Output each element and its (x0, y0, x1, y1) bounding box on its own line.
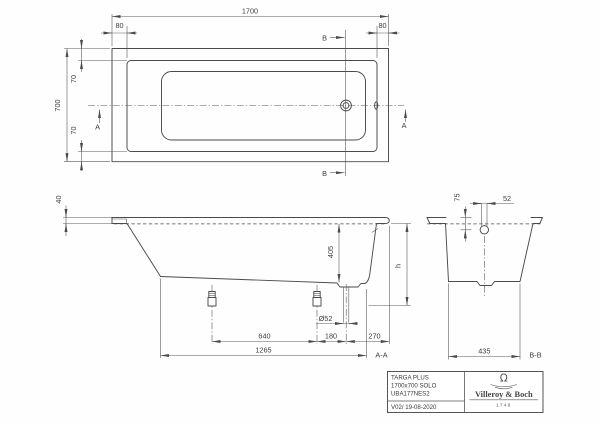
dim-length: 1700 (242, 7, 258, 16)
dim-rim-height: 40 (54, 195, 63, 203)
dim-base-width: 435 (478, 347, 490, 356)
plan-view: 1700 80 80 700 70 70 A A (53, 7, 407, 178)
dim-feet-to-drain: 180 (325, 332, 337, 341)
title-block-frame (387, 371, 544, 413)
end-section-view: 52 75 435 B-B (426, 193, 543, 360)
foot-symbol-left (207, 285, 217, 344)
section-label-bb: B-B (529, 351, 541, 360)
drain-icon (340, 99, 352, 112)
section-marker-b-bottom: B (322, 169, 327, 178)
dim-rim-bottom: 70 (69, 126, 78, 134)
end-right-wall (519, 223, 534, 282)
dim-rim-top: 70 (69, 75, 78, 83)
dim-total-height: h (394, 264, 403, 268)
product-name: TARGA PLUS (391, 375, 429, 382)
overflow-icon (374, 101, 379, 110)
end-bottom (448, 281, 521, 286)
side-backrest-slope (126, 223, 161, 277)
tub-outer-rim (111, 48, 389, 163)
end-left-wall (445, 223, 449, 282)
tub-inner-rim (126, 60, 378, 152)
dim-feet-spacing: 640 (258, 332, 270, 341)
dim-overflow-offset: 75 (453, 193, 462, 201)
dim-drain-diameter: Ø52 (319, 314, 333, 323)
dim-inner-depth: 405 (326, 246, 335, 258)
overflow-mark (371, 228, 379, 233)
side-foot-end-wall (364, 223, 377, 284)
dim-rim-left: 80 (115, 21, 123, 30)
brand-year: 1748 (496, 403, 511, 409)
side-rim-outline (111, 217, 390, 224)
article-number: UBA177NES2 (391, 391, 430, 398)
revision-date: V02/ 19-08-2020 (391, 404, 437, 411)
section-marker-a-left: A (95, 123, 100, 132)
side-bottom (160, 276, 359, 288)
product-size: 1700x700 SOLO (391, 383, 437, 390)
side-section-view: 40 405 h Ø52 640 180 270 1265 A-A (54, 195, 411, 360)
dim-base-length: 1265 (255, 346, 271, 355)
section-marker-b-top: B (322, 34, 327, 43)
brand-wave-icon (490, 384, 518, 388)
dim-drain-to-end: 270 (368, 332, 380, 341)
title-block: TARGA PLUS 1700x700 SOLO UBA177NES2 V02/… (387, 371, 544, 413)
brand-name: Villeroy & Boch (475, 390, 533, 399)
brand-wave-icon (494, 386, 513, 390)
overflow-hole-icon (479, 225, 489, 235)
brand-logo: Ω Villeroy & Boch 1748 (469, 373, 538, 409)
dim-width: 700 (53, 99, 62, 111)
brand-amphora-icon: Ω (500, 373, 508, 385)
dim-rim-right: 80 (378, 21, 386, 30)
section-marker-a-right: A (402, 121, 407, 130)
foot-symbol-right (312, 285, 322, 344)
drain-inner-icon (342, 102, 350, 109)
dim-overflow-width: 52 (503, 194, 511, 203)
section-label-aa: A-A (375, 351, 387, 360)
